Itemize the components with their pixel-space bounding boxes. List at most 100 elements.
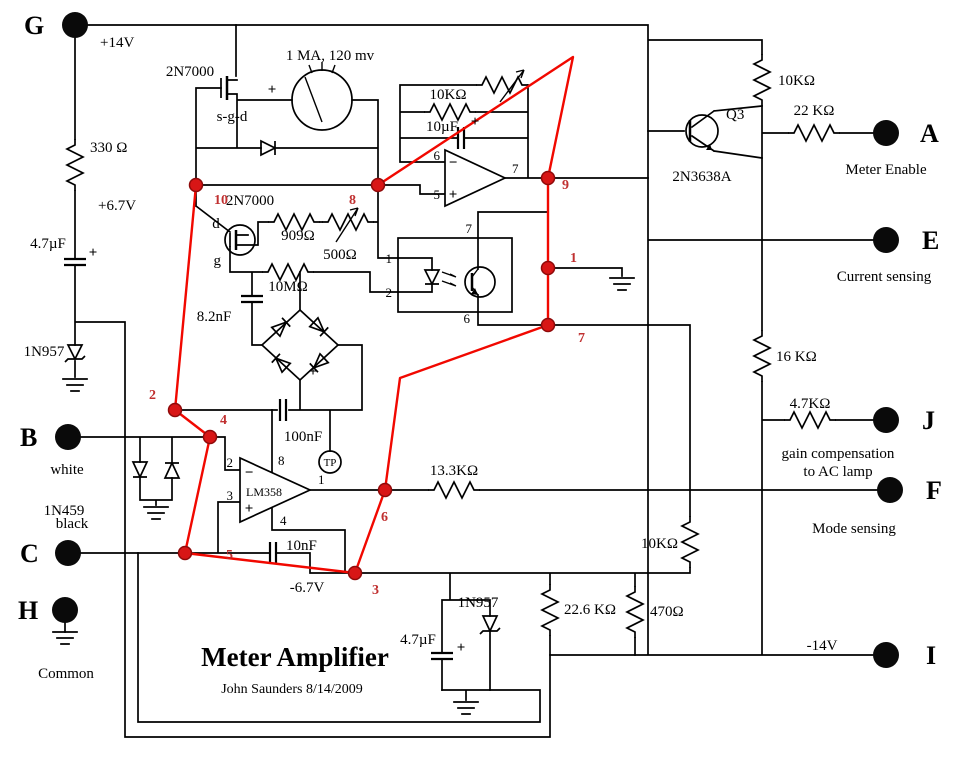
diodes xyxy=(64,139,501,635)
red-number-7: 7 xyxy=(578,331,585,346)
label-q3-part: 2N3638A xyxy=(672,169,731,185)
opamp1-minus-sign: − xyxy=(449,155,458,171)
opamp1-pin-5: 5 xyxy=(434,187,441,202)
bridge-diode-1 xyxy=(308,316,329,337)
bridge-diode-3 xyxy=(271,353,292,374)
label-r10m: 10MΩ xyxy=(268,279,308,295)
terminal-letter-C: C xyxy=(20,539,39,568)
red-number-10: 10 xyxy=(214,193,228,208)
resistor-16k xyxy=(752,330,772,382)
opto-transistor-body xyxy=(464,266,496,298)
mosfet-q2-body xyxy=(224,224,256,256)
terminal-B xyxy=(55,424,81,450)
resistors xyxy=(65,54,840,638)
terminal-G xyxy=(62,12,88,38)
label-q1: 2N7000 xyxy=(166,64,214,80)
terminal-letter-F: F xyxy=(926,476,942,505)
opto-pin-2: 2 xyxy=(386,285,393,300)
terminal-F xyxy=(877,477,903,503)
terminal-H xyxy=(52,597,78,623)
opto-pin-6: 6 xyxy=(464,311,471,326)
mosfet-q2 xyxy=(224,224,256,256)
label-c10u: 10µF xyxy=(426,119,458,135)
potentiometer-500 xyxy=(322,212,374,232)
red-node-4 xyxy=(202,429,218,445)
terminal-letter-H: H xyxy=(18,596,38,625)
label-c10n: 10nF xyxy=(286,538,317,554)
lm358-pin-3: 3 xyxy=(227,488,234,503)
label-c47-top: 4.7µF xyxy=(30,236,66,252)
label-plus14v: +14V xyxy=(100,35,134,51)
opamp-1-triangle xyxy=(444,148,508,208)
red-number-6: 6 xyxy=(381,510,388,525)
terminal-letter-I: I xyxy=(926,641,936,670)
opamp1-plus-sign: + xyxy=(449,187,458,203)
resistor-10k-right xyxy=(752,54,772,106)
red-node-2 xyxy=(167,402,183,418)
red-nodes xyxy=(167,170,556,581)
bridge-diode-2 xyxy=(309,352,330,373)
bridge-plus-sign: + xyxy=(309,364,318,380)
wires-opamp-opto-q3 xyxy=(397,84,763,293)
red-number-1: 1 xyxy=(570,251,577,266)
schematic-byline: John Saunders 8/14/2009 xyxy=(221,682,363,697)
label-gain-comp-1: gain compensation xyxy=(782,446,895,462)
terminal-E xyxy=(873,227,899,253)
label-r47k: 4.7KΩ xyxy=(790,396,831,412)
label-q1-pins: s-g-d xyxy=(217,109,248,125)
meter-scale-ticks xyxy=(308,62,336,74)
terminals xyxy=(52,12,903,668)
bridge-diode-4 xyxy=(270,317,291,338)
test-point-circle xyxy=(318,450,342,474)
label-black: black xyxy=(56,516,89,532)
opamp1-pin-7: 7 xyxy=(512,161,519,176)
meter-needle xyxy=(304,76,323,123)
capacitor-100n xyxy=(278,399,288,421)
capacitor-10n xyxy=(268,542,278,564)
terminal-letter-G: G xyxy=(24,11,44,40)
resistor-10k-mid xyxy=(680,516,700,568)
red-node-7 xyxy=(540,317,556,333)
meter-plus-sign: + xyxy=(268,82,277,98)
terminal-letter-E: E xyxy=(922,226,939,255)
lm358-pin-4: 4 xyxy=(280,513,287,528)
resistor-10k-feedback xyxy=(424,102,476,122)
label-r16k: 16 KΩ xyxy=(776,349,817,365)
red-node-9 xyxy=(540,170,556,186)
label-r22k: 22 KΩ xyxy=(794,103,835,119)
terminal-J xyxy=(873,407,899,433)
label-r10k-mid: 10KΩ xyxy=(641,536,678,552)
label-tp: TP xyxy=(324,457,337,469)
label-q2: 2N7000 xyxy=(226,193,274,209)
label-d1n459: 1N459 xyxy=(44,503,85,519)
diode-1n459-b xyxy=(163,460,181,479)
label-q3: Q3 xyxy=(726,107,744,123)
terminal-letter-B: B xyxy=(20,423,37,452)
resistor-13k3 xyxy=(428,480,480,500)
red-number-5: 5 xyxy=(226,548,233,563)
diode-1n459-a xyxy=(131,461,149,480)
schematic-title: Meter Amplifier xyxy=(201,642,389,672)
terminal-I xyxy=(873,642,899,668)
opamp-1 xyxy=(444,148,508,208)
label-lm358: LM358 xyxy=(246,485,282,499)
red-number-9: 9 xyxy=(562,178,569,193)
red-node-10 xyxy=(188,177,204,193)
label-q2-g: g xyxy=(214,253,222,269)
resistor-22k6 xyxy=(540,584,560,636)
red-node-1 xyxy=(540,260,556,276)
wires-lm358-block xyxy=(80,294,691,691)
red-node-6 xyxy=(377,482,393,498)
capacitor-4u7-bottom xyxy=(431,651,453,661)
opamp1-pin-6: 6 xyxy=(434,148,441,163)
red-node-3 xyxy=(347,565,363,581)
red-node-8 xyxy=(370,177,386,193)
lm358-pin-2: 2 xyxy=(227,455,234,470)
red-signal-path xyxy=(173,55,575,575)
optocoupler xyxy=(397,237,513,313)
resistor-10m xyxy=(262,262,314,282)
c47top-plus-sign: + xyxy=(89,245,98,261)
wires-topleft-block xyxy=(174,24,446,452)
